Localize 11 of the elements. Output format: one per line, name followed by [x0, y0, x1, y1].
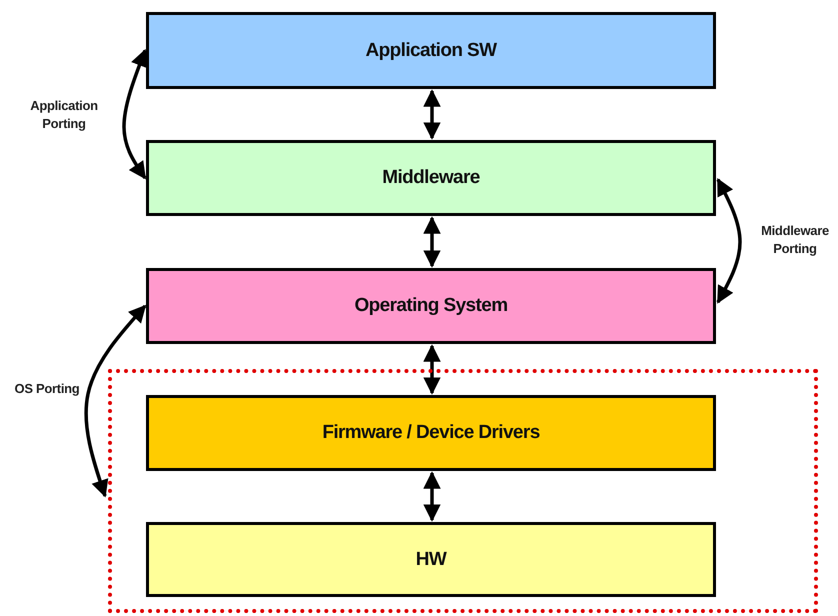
- layer-label: Middleware: [382, 167, 480, 189]
- layer-label: HW: [416, 548, 446, 570]
- layer-label: Firmware / Device Drivers: [322, 422, 540, 444]
- layer-box: [146, 12, 716, 89]
- layer-box: [146, 268, 716, 344]
- layer-label: Application SW: [366, 40, 496, 62]
- dotted-group-box: [108, 369, 818, 613]
- layer-box: [146, 522, 716, 597]
- layer-box: [146, 140, 716, 216]
- layer-box: [146, 395, 716, 471]
- layer-label: Operating System: [354, 295, 508, 317]
